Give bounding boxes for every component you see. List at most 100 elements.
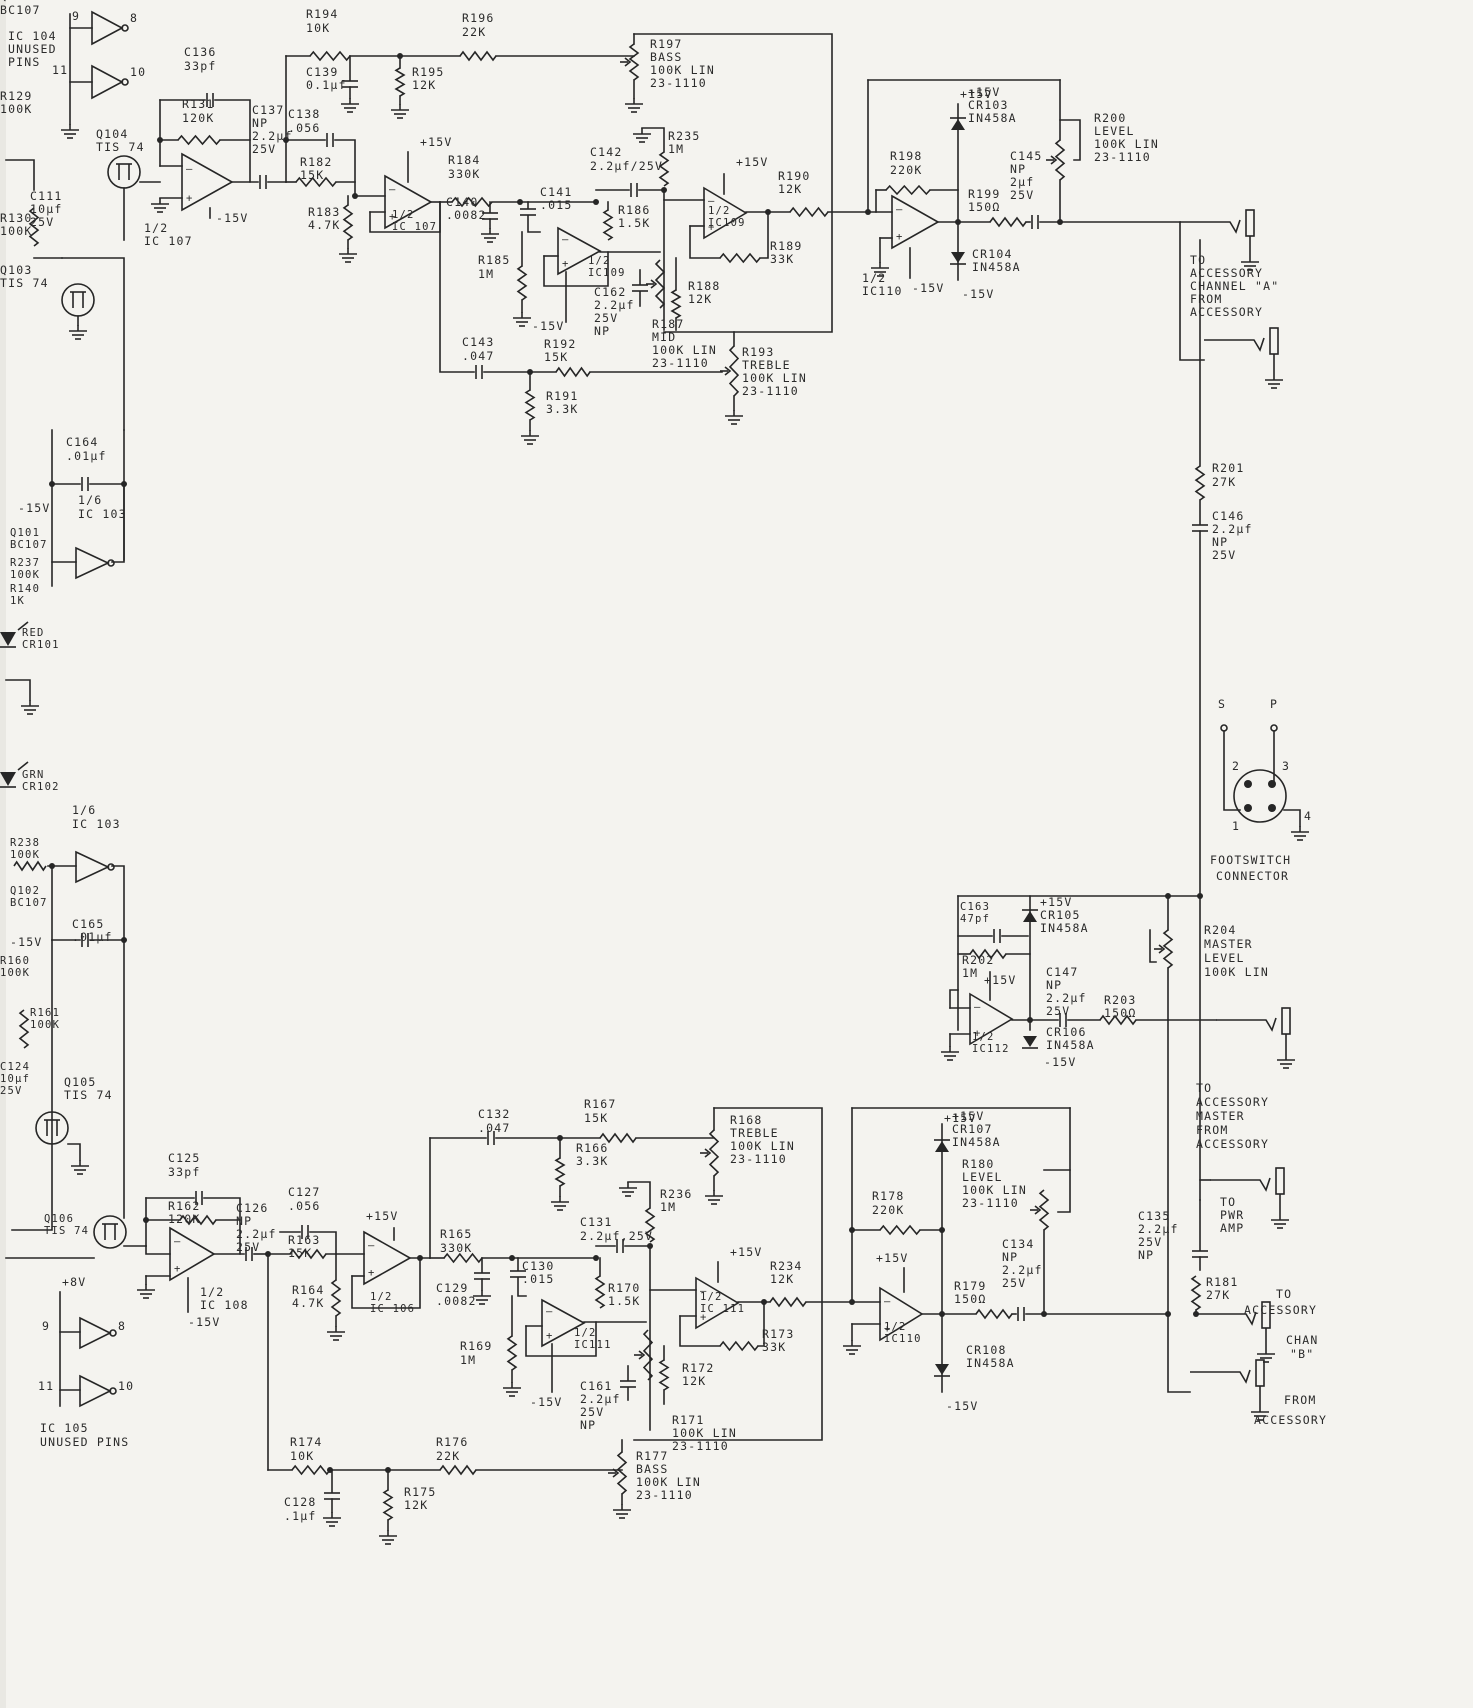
label-text: 100K (0, 102, 33, 116)
label-text: MASTER (1196, 1109, 1245, 1123)
label-text: NP (1046, 978, 1062, 992)
label-ic103b: 1/6IC 103 (72, 803, 120, 831)
label-text: R166 (576, 1141, 609, 1155)
label-text: .0082 (446, 208, 487, 222)
svg-text:–: – (896, 204, 904, 216)
label-text: CR107 (952, 1122, 993, 1136)
junction-dot (557, 1135, 563, 1141)
c162-capacitor (632, 284, 648, 292)
label-text: BC107 (10, 897, 48, 909)
label-text: R162 (168, 1199, 201, 1213)
label-text: 100K LIN (652, 343, 717, 357)
svg-text:–: – (368, 1240, 376, 1252)
label-text: ACCESSORY (1196, 1095, 1269, 1109)
chan-b-label: TO (1276, 1287, 1292, 1301)
label-text: R175 (404, 1485, 437, 1499)
label-text: 100K (0, 967, 30, 979)
footswitch-title: CONNECTOR (1216, 869, 1289, 883)
label-text: NP (594, 324, 610, 338)
supply-label: +15V (876, 1251, 909, 1265)
label-text: 100K LIN (650, 63, 715, 77)
c138-capacitor (326, 133, 334, 147)
ic104-ground (61, 124, 79, 139)
cr106-zener-diode (1022, 1036, 1038, 1049)
q103-ground (69, 325, 87, 340)
label-text: R172 (682, 1361, 715, 1375)
label-text: R165 (440, 1227, 473, 1241)
label-text: R170 (608, 1281, 641, 1295)
label-text: 12K (688, 292, 712, 306)
r198-resistor (885, 184, 931, 196)
label-text: CHANNEL "A" (1190, 279, 1279, 293)
cr108-zener-diode (934, 1364, 950, 1377)
label-text: 1/2 (708, 205, 731, 217)
label-text: 1/2 (144, 221, 168, 235)
wire (11, 939, 53, 1231)
label-text: 100K LIN (742, 371, 807, 385)
label-text: 25V (594, 311, 618, 325)
label-text: R186 (618, 203, 651, 217)
r164-resistor (330, 1279, 342, 1317)
label-text: 25V (580, 1405, 604, 1419)
label-text: R198 (890, 149, 923, 163)
label-text: IN458A (952, 1135, 1001, 1149)
label-text: 150Ω (1104, 1006, 1137, 1020)
label-text: +15V (952, 1109, 985, 1123)
label-text: 100K LIN (1204, 965, 1269, 979)
q105-transistor (35, 1111, 69, 1145)
junction-dot (849, 1227, 855, 1233)
ic109a-opamp: –+ (703, 186, 748, 240)
label-text: C138 (288, 107, 321, 121)
junction-dot (417, 1255, 423, 1261)
supply-label: -15V (10, 935, 43, 949)
r168-ground (705, 1190, 723, 1205)
ic104-gate-b (91, 64, 129, 100)
supply-label: -15V (1044, 1055, 1077, 1069)
wire (679, 1315, 721, 1347)
label-text: R189 (770, 239, 803, 253)
label-text: 150Ω (954, 1292, 987, 1306)
wire (203, 1197, 241, 1255)
label-text: R234 (770, 1259, 803, 1273)
label-text: R237 (10, 557, 40, 569)
wire (757, 1301, 765, 1347)
label-text: 12K (682, 1374, 706, 1388)
junction-dot (517, 199, 523, 205)
pin-label: 10 (118, 1379, 134, 1393)
wire (1179, 221, 1205, 361)
supply-label: +15V (366, 1209, 399, 1223)
ic110b-opamp: –+ (879, 1286, 924, 1342)
label-text: IC109 (708, 217, 746, 229)
label-text: 1/2 (370, 1291, 393, 1303)
label-text: R164 (292, 1283, 325, 1297)
r131-resistor (177, 134, 221, 146)
label-text: 100K LIN (672, 1426, 737, 1440)
label-text: C131 (580, 1215, 613, 1229)
r182-resistor (295, 176, 337, 188)
r197-bass-pot (628, 43, 640, 81)
supply-label: -15V (188, 1315, 221, 1329)
label-text: 12K (770, 1272, 794, 1286)
master-to-jack (1216, 1007, 1291, 1054)
wire (1167, 1313, 1191, 1393)
label-ic107b: 1/2IC 107 (392, 209, 436, 233)
label-text: C136 (184, 45, 217, 59)
c135-capacitor (1192, 1250, 1208, 1258)
label-text: 4.7K (308, 218, 341, 232)
junction-dot (647, 1243, 653, 1249)
